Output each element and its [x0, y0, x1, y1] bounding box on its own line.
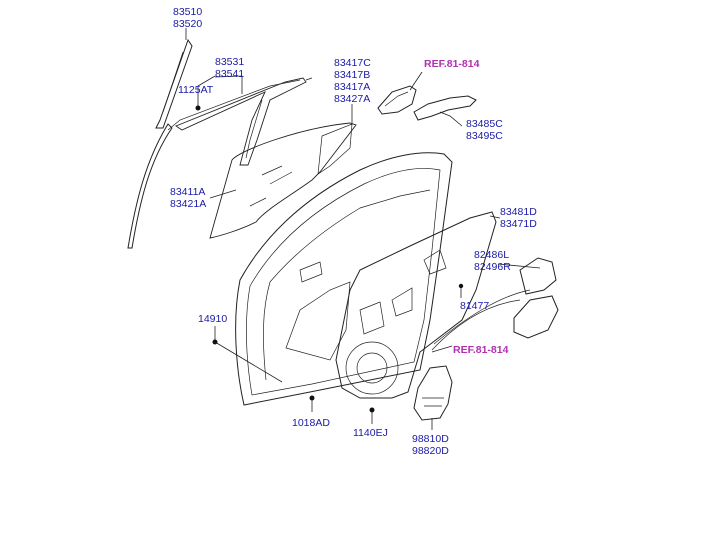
label-83417c: 83417C	[334, 57, 371, 69]
label-83510: 83510	[173, 6, 203, 18]
label-handle-bracket[interactable]: 83485C 83495C	[466, 118, 503, 142]
door-module-panel-part[interactable]	[335, 211, 497, 399]
label-83421a: 83421A	[170, 198, 207, 210]
label-1140ej: 1140EJ	[353, 427, 388, 439]
label-98820d: 98820D	[412, 445, 449, 457]
label-seal-14910[interactable]: 14910	[198, 313, 227, 325]
label-outside-handle[interactable]: 83417C 83417B 83417A 83427A	[334, 57, 371, 105]
reference-81-814-top: REF.81-814	[424, 58, 480, 70]
label-bolt-1018ad[interactable]: 1018AD	[292, 417, 330, 429]
outside-handle-part[interactable]	[377, 85, 477, 121]
label-83427a: 83427A	[334, 93, 371, 105]
label-module-panel[interactable]: 83481D 83471D	[500, 206, 537, 230]
label-82486l: 82486L	[474, 249, 510, 261]
door-run-channel-part[interactable]	[127, 38, 301, 249]
label-83520: 83520	[173, 18, 203, 30]
leader-lines	[185, 28, 541, 430]
reference-link-bottom[interactable]: REF.81-814	[453, 344, 508, 356]
door-glass-part[interactable]	[209, 122, 357, 239]
label-83531: 83531	[215, 56, 245, 68]
quarter-glass-part[interactable]	[175, 77, 307, 166]
label-83541: 83541	[215, 68, 245, 80]
label-83471d: 83471D	[500, 218, 537, 230]
label-bolt-1140ej[interactable]: 1140EJ	[353, 427, 388, 439]
reference-link-top[interactable]: REF.81-814	[424, 58, 479, 70]
label-83485c: 83485C	[466, 118, 503, 130]
label-82496r: 82496R	[474, 261, 511, 273]
label-83481d: 83481D	[500, 206, 537, 218]
label-1125at: 1125AT	[178, 84, 214, 96]
label-door-glass[interactable]: 83411A 83421A	[170, 186, 206, 210]
reference-81-814-bottom: REF.81-814	[453, 344, 509, 356]
door-inner-panel	[235, 152, 453, 406]
label-regulator-motor[interactable]: 98810D 98820D	[412, 433, 449, 457]
door-latch-part[interactable]	[431, 257, 559, 351]
label-83495c: 83495C	[466, 130, 503, 142]
label-cable-clip[interactable]: 81477	[460, 300, 489, 312]
label-83417a: 83417A	[334, 81, 371, 93]
label-door-latch[interactable]: 82486L 82496R	[474, 249, 511, 273]
label-83411a: 83411A	[170, 186, 206, 198]
label-bolt-1125at[interactable]: 1125AT	[178, 84, 213, 96]
label-14910: 14910	[198, 313, 228, 325]
label-81477: 81477	[460, 300, 490, 312]
fastener-markers	[195, 105, 375, 413]
label-quarter-glass[interactable]: 83531 83541	[215, 56, 244, 80]
label-run-channel[interactable]: 83510 83520	[173, 6, 202, 30]
label-98810d: 98810D	[412, 433, 449, 445]
label-83417b: 83417B	[334, 69, 371, 81]
label-1018ad: 1018AD	[292, 417, 330, 429]
regulator-motor-part[interactable]	[413, 365, 453, 421]
